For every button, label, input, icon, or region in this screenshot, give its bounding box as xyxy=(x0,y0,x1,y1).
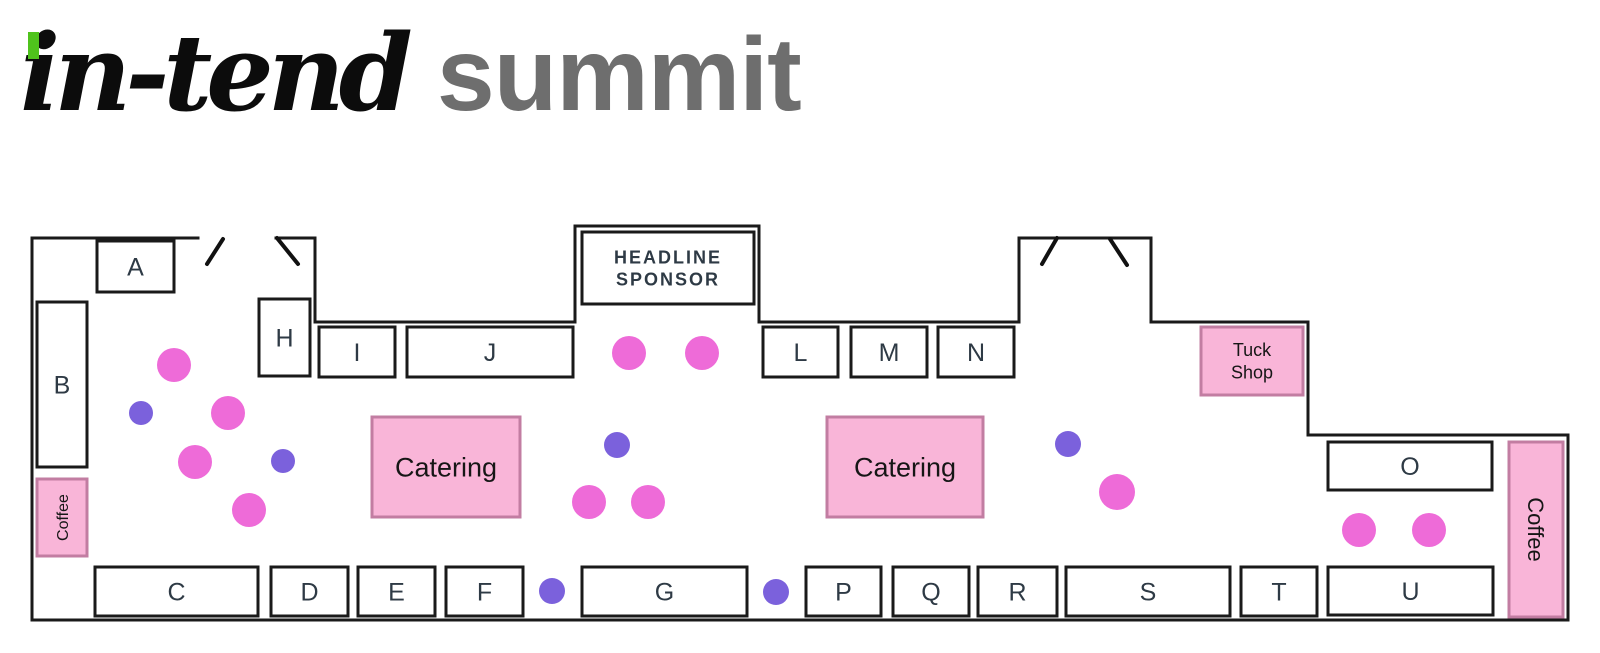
booth-label-f: F xyxy=(477,579,492,607)
booth-label-i: I xyxy=(354,339,361,367)
pink-dot xyxy=(232,493,266,527)
booth-p xyxy=(804,565,883,618)
booth-d xyxy=(269,565,350,618)
catering-1-label: Catering xyxy=(395,453,497,483)
booth-label-e: E xyxy=(388,579,405,607)
booth-f xyxy=(444,565,525,618)
pink-dot xyxy=(572,485,606,519)
booth-n xyxy=(936,325,1016,379)
coffee-right-label: Coffee xyxy=(1523,497,1548,561)
booth-a xyxy=(95,239,176,294)
booth-label-a: A xyxy=(127,254,144,282)
booth-o xyxy=(1326,440,1494,492)
logo-suffix-text: summit xyxy=(436,17,802,133)
coffee-left-label: Coffee xyxy=(55,494,72,541)
door-swing xyxy=(205,237,225,266)
booth-s xyxy=(1064,565,1232,618)
purple-dot xyxy=(539,578,565,604)
pink-dot xyxy=(178,445,212,479)
pink-dot xyxy=(211,396,245,430)
booth-b xyxy=(35,300,89,469)
booth-label-b: B xyxy=(54,372,71,400)
booth-e xyxy=(356,565,437,618)
booth-label-s: S xyxy=(1140,579,1157,607)
booth-label-p: P xyxy=(835,579,852,607)
pink-dot xyxy=(1099,474,1135,510)
coffee-left-area xyxy=(35,477,89,558)
purple-dot xyxy=(129,401,153,425)
booth-t xyxy=(1239,565,1319,618)
catering-1-area xyxy=(370,415,522,519)
catering-2-area xyxy=(825,415,985,519)
catering-2-label: Catering xyxy=(854,453,956,483)
booth-label-h: H xyxy=(275,325,293,353)
booth-l xyxy=(761,325,840,379)
door-swing xyxy=(1040,236,1059,266)
booth-h xyxy=(257,297,312,378)
booth-g xyxy=(580,565,749,618)
pink-dot xyxy=(612,336,646,370)
purple-dot xyxy=(763,579,789,605)
booth-label-c: C xyxy=(167,579,185,607)
booth-label-g: G xyxy=(655,579,674,607)
headline-sponsor-booth xyxy=(580,230,756,306)
pink-dot xyxy=(1412,513,1446,547)
booth-label-q: Q xyxy=(921,579,940,607)
booth-label-u: U xyxy=(1401,578,1419,606)
booth-r xyxy=(976,565,1059,618)
booth-label-o: O xyxy=(1400,453,1419,481)
booth-label-n: N xyxy=(967,339,985,367)
booth-label-l: L xyxy=(794,339,808,367)
coffee-right-area xyxy=(1507,440,1565,619)
booth-i xyxy=(317,325,397,379)
tuck-shop-area xyxy=(1199,325,1305,397)
pink-dot xyxy=(631,485,665,519)
pink-dot xyxy=(1342,513,1376,547)
booth-m xyxy=(849,325,929,379)
pink-dot xyxy=(685,336,719,370)
purple-dot xyxy=(1055,431,1081,457)
booth-label-m: M xyxy=(879,339,900,367)
booth-q xyxy=(891,565,971,618)
door-swing xyxy=(1108,237,1129,267)
purple-dot xyxy=(271,449,295,473)
booth-label-t: T xyxy=(1271,579,1286,607)
logo-brand-text: in-tend xyxy=(20,10,413,135)
booth-label-d: D xyxy=(300,579,318,607)
pink-dot xyxy=(157,348,191,382)
booth-u xyxy=(1326,565,1495,617)
booth-c xyxy=(93,565,260,618)
logo-accent-mark xyxy=(28,32,39,59)
booth-j xyxy=(405,325,575,379)
purple-dot xyxy=(604,432,630,458)
door-swing xyxy=(275,236,300,266)
booth-label-j: J xyxy=(484,339,497,367)
booth-label-r: R xyxy=(1008,579,1026,607)
